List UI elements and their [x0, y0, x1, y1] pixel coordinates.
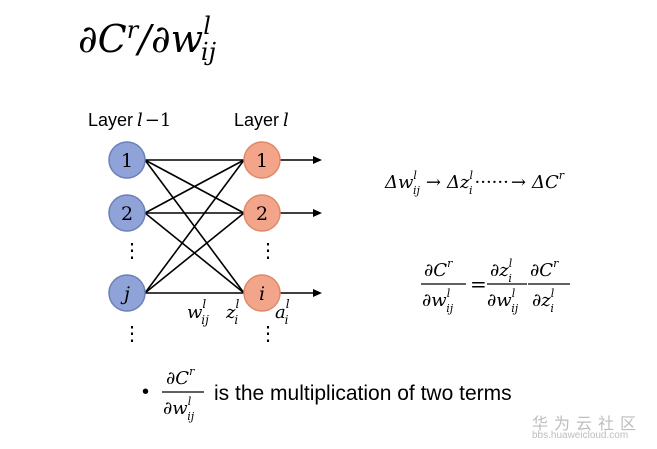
- right-dots-bottom: ⋮: [258, 321, 278, 345]
- right-node-2: i: [243, 274, 281, 312]
- left-node-1-label: 2: [121, 203, 133, 225]
- left-node-2-circle: [108, 274, 146, 312]
- left-node-2: j: [108, 274, 146, 312]
- edge-2-0: [144, 159, 245, 294]
- watermark-url: bbs.huaweicloud.com: [532, 430, 629, 441]
- left-node-1-circle: [108, 194, 146, 232]
- left-node-0: 1: [108, 141, 146, 179]
- left-node-0-label: 1: [121, 150, 133, 172]
- right-node-0-label: 1: [256, 150, 268, 172]
- edge-2-1: [144, 212, 245, 294]
- bullet-numerator: ∂Cr: [166, 365, 195, 389]
- right-node-2-label: i: [259, 283, 265, 305]
- left-node-1: 2: [108, 194, 146, 232]
- right-dots-mid: ⋮: [258, 238, 278, 262]
- lhs-numerator: ∂Cr: [424, 257, 453, 281]
- connection-lines: [144, 159, 245, 294]
- bullet-dot: •: [142, 381, 149, 403]
- right-node-0-circle: [243, 141, 281, 179]
- edge-1-0: [144, 159, 245, 214]
- left-dots-mid: ⋮: [122, 238, 142, 262]
- output-arrowhead-0: [313, 156, 322, 164]
- right-node-1-label: 2: [256, 203, 268, 225]
- right-node-0: 1: [243, 141, 281, 179]
- left-node-0-circle: [108, 141, 146, 179]
- left-node-2-label: j: [120, 283, 130, 305]
- right-node-2-circle: [243, 274, 281, 312]
- f2-numerator: ∂Cr: [530, 257, 559, 281]
- equals-sign: =: [470, 272, 487, 296]
- right-node-1: 2: [243, 194, 281, 232]
- right-node-1-circle: [243, 194, 281, 232]
- bullet-text: is the multiplication of two terms: [214, 382, 512, 405]
- left-dots-bottom: ⋮: [122, 321, 142, 345]
- watermark-cn: 华为云社区: [532, 416, 643, 433]
- output-arrowhead-2: [313, 289, 322, 297]
- output-arrowhead-1: [313, 209, 322, 217]
- neuron-nodes: 1 2 j 1 2 i: [108, 141, 281, 312]
- output-arrows: [280, 156, 322, 297]
